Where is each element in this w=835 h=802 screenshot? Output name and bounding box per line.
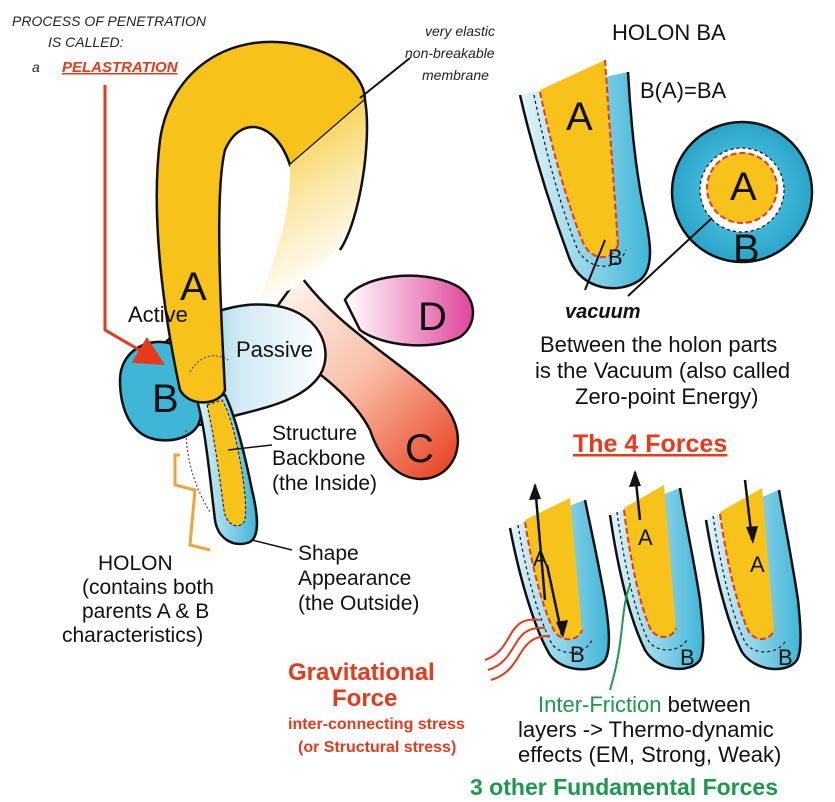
holon-bracket [175, 455, 210, 550]
structure-line-2: Backbone [272, 447, 365, 470]
force-tube-2 [610, 470, 703, 669]
membrane-line-3: membrane [422, 67, 489, 83]
holon-ba-label-a: A [566, 95, 593, 139]
process-term: PELASTRATION [62, 59, 179, 76]
friction-line-1: Inter-Friction between [538, 692, 751, 717]
force-label-a-1: A [533, 546, 548, 571]
passive-label: Passive [236, 337, 313, 362]
forces-title: The 4 Forces [573, 430, 727, 458]
holon-line-4: characteristics) [62, 624, 203, 647]
force-label-a-3: A [750, 552, 765, 577]
process-line-1: PROCESS OF PENETRATION [12, 13, 207, 29]
shape-line-2: Appearance [298, 567, 411, 590]
holon-ba-circle-a: A [730, 165, 757, 209]
shape-line-3: (the Outside) [298, 592, 419, 615]
stress-line-2: (or Structural stress) [298, 739, 456, 756]
force-label-b-3: B [778, 645, 793, 670]
main-label-d: D [418, 295, 447, 339]
friction-term: Inter-Friction [538, 692, 661, 717]
force-tube-1 [510, 483, 609, 669]
stress-line-1: inter-connecting stress [288, 716, 465, 733]
holon-line-1: HOLON [98, 552, 173, 575]
holon-line-3: parents A & B [82, 600, 209, 623]
gravitational-line-2: Force [332, 685, 397, 712]
structure-line-3: (the Inside) [272, 472, 377, 495]
process-line-2: IS CALLED: [48, 34, 124, 50]
force-label-b-1: B [570, 642, 585, 667]
friction-line-2: layers -> Thermo-dynamic [518, 717, 774, 742]
main-figure: A B C D Active Passive PROCESS OF PENETR… [12, 13, 495, 647]
lobe-d [345, 276, 473, 346]
vacuum-desc-3: Zero-point Energy) [575, 384, 758, 409]
membrane-line-2: non-breakable [405, 45, 495, 61]
holon-ba-formula: B(A)=BA [640, 78, 727, 103]
force-label-b-2: B [680, 645, 695, 670]
holon-ba-title: HOLON BA [612, 20, 726, 45]
process-prefix: a [32, 59, 40, 75]
structure-line-1: Structure [272, 422, 357, 445]
vacuum-label: vacuum [565, 301, 641, 323]
active-label: Active [128, 302, 188, 327]
membrane-line-1: very elastic [425, 23, 495, 39]
force-label-a-2: A [638, 525, 653, 550]
vacuum-desc-2: is the Vacuum (also called [535, 358, 790, 383]
gravitational-line-1: Gravitational [288, 659, 435, 686]
other-forces: 3 other Fundamental Forces [470, 774, 778, 800]
holon-ba-label-b: B [608, 245, 623, 270]
vacuum-desc-1: Between the holon parts [540, 332, 777, 357]
main-label-c: C [405, 427, 434, 471]
main-label-b: B [152, 377, 179, 421]
holon-line-2: (contains both [82, 576, 214, 599]
friction-rest: between [661, 692, 750, 717]
holon-ba-circle-b: B [733, 227, 760, 271]
shape-line-1: Shape [298, 542, 359, 565]
holon-ba-figure: HOLON BA B(A)=BA A B A B vacuum Between … [520, 20, 812, 409]
friction-line-3: effects (EM, Strong, Weak) [518, 742, 781, 767]
